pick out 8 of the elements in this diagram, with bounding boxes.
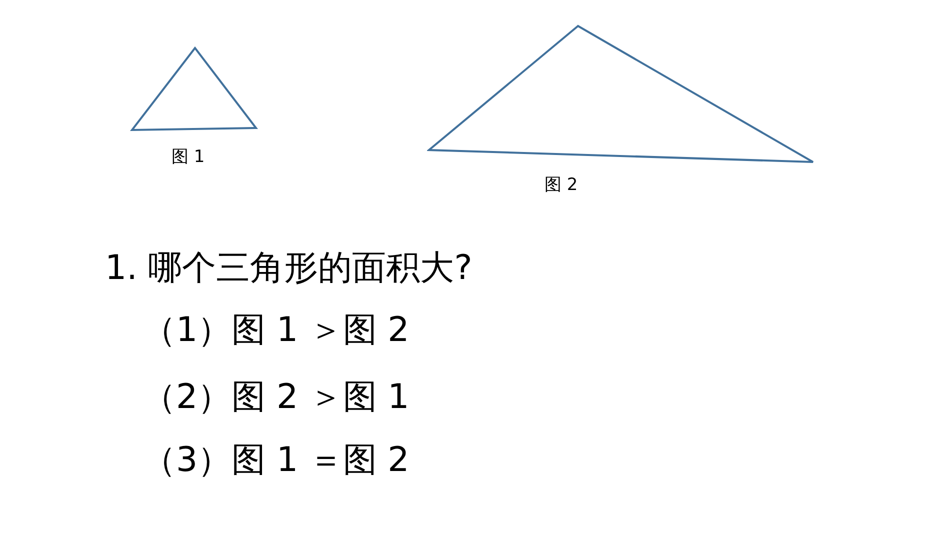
triangle-drawing <box>427 24 815 164</box>
answer-option: （1）图 1 ＞图 2 <box>142 310 410 350</box>
triangle-drawing <box>130 46 258 132</box>
figure-caption: 图 1 <box>172 146 205 168</box>
figure-caption: 图 2 <box>544 174 578 196</box>
answer-option: （3）图 1 ＝图 2 <box>142 440 410 480</box>
question-text: 1. 哪个三角形的面积大? <box>105 248 472 288</box>
answer-option: （2）图 2 ＞图 1 <box>142 377 410 417</box>
